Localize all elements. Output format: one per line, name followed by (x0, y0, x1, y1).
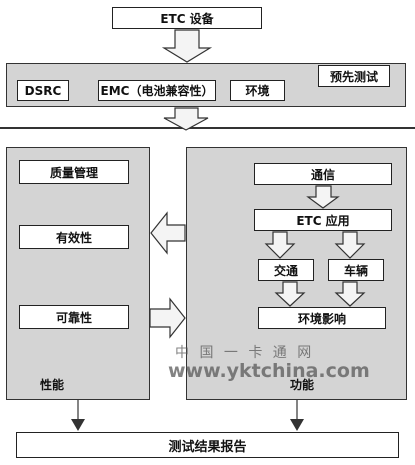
emc-box: EMC（电池兼容性） (98, 80, 216, 101)
vehicle-box: 车辆 (328, 259, 384, 281)
report-label: 测试结果报告 (168, 439, 247, 455)
function-label: 功能 (290, 378, 315, 392)
arrow-etcapp-to-traffic (264, 231, 296, 259)
pretest-env-box: 环境 (230, 80, 285, 101)
quality-management-box: 质量管理 (19, 160, 129, 184)
effectiveness-label: 有效性 (55, 230, 92, 245)
arrow-traffic-to-env (274, 281, 306, 307)
etc-device-label: ETC 设备 (160, 11, 214, 26)
arrow-pretest-to-tests (163, 107, 209, 131)
arrow-function-to-report (290, 419, 304, 431)
arrow-performance-to-report (71, 419, 85, 431)
pretest-env-label: 环境 (245, 84, 270, 98)
etc-app-label: ETC 应用 (296, 213, 350, 228)
watermark-cn: 中 国 一 卡 通 网 (175, 345, 315, 361)
pretest-title-box: 预先测试 (318, 65, 390, 87)
dsrc-label: DSRC (24, 83, 62, 98)
pretest-title: 预先测试 (329, 69, 378, 84)
performance-panel (6, 147, 150, 400)
communication-label: 通信 (310, 167, 335, 182)
quality-management-label: 质量管理 (49, 165, 98, 180)
arrow-etcapp-to-vehicle (334, 231, 366, 259)
dsrc-box: DSRC (17, 80, 69, 101)
effectiveness-box: 有效性 (19, 225, 129, 249)
traffic-box: 交通 (258, 259, 314, 281)
emc-label: EMC（电池兼容性） (100, 84, 214, 98)
section-divider (0, 127, 415, 129)
communication-box: 通信 (254, 163, 392, 185)
traffic-label: 交通 (273, 263, 298, 278)
arrow-performance-to-function (149, 297, 186, 339)
env-impact-box: 环境影响 (258, 307, 386, 329)
vehicle-label: 车辆 (343, 263, 368, 278)
etc-app-box: ETC 应用 (254, 209, 392, 231)
arrow-comm-to-etcapp (306, 185, 340, 209)
reliability-label: 可靠性 (55, 310, 92, 325)
performance-label: 性能 (40, 378, 65, 392)
report-box: 测试结果报告 (16, 432, 399, 458)
arrow-function-to-performance (150, 211, 186, 255)
arrow-vehicle-to-env (334, 281, 366, 307)
reliability-box: 可靠性 (19, 305, 129, 329)
arrow-device-to-pretest (161, 29, 213, 63)
watermark-url: www.yktchina.com (168, 360, 370, 382)
etc-device-box: ETC 设备 (112, 7, 262, 29)
env-impact-label: 环境影响 (297, 311, 346, 326)
